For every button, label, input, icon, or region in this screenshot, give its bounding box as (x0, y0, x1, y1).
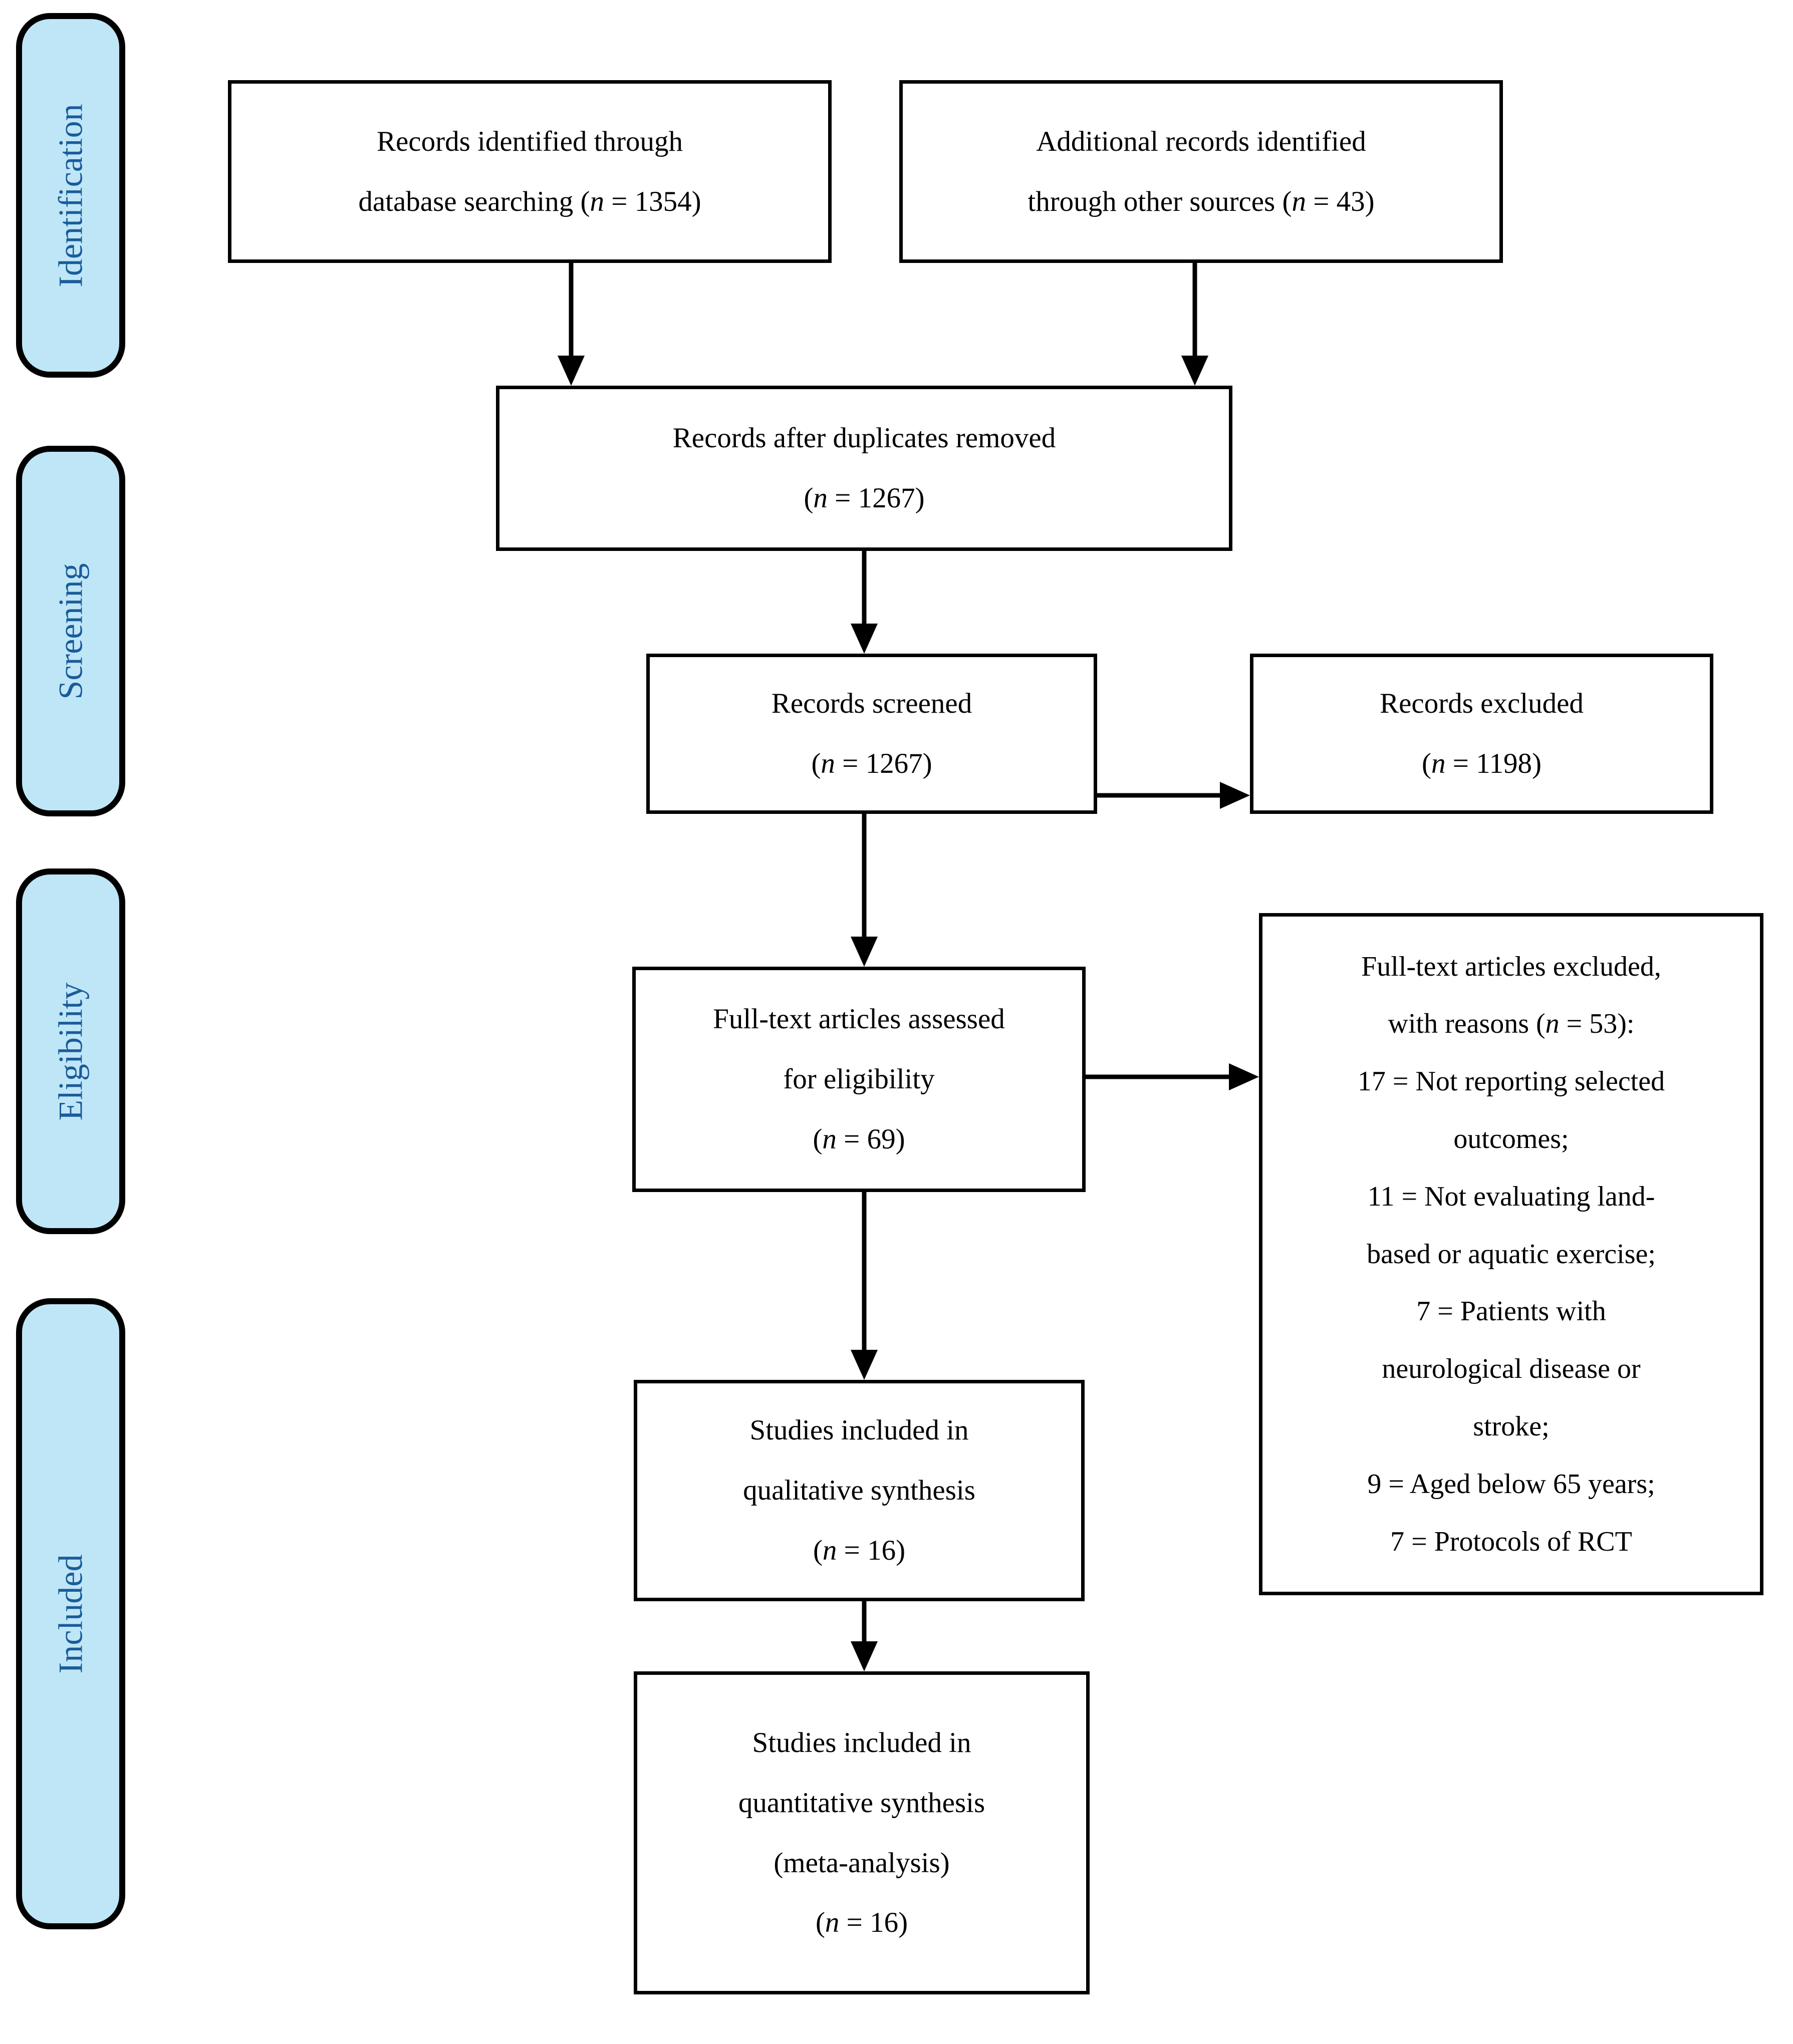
box-records-after-duplicates: Records after duplicates removed(n = 126… (496, 386, 1232, 551)
box-records-screened: Records screened(n = 1267) (646, 654, 1097, 814)
stage-included-label: Included (51, 1554, 90, 1673)
stage-screening: Screening (16, 446, 125, 816)
stage-screening-label: Screening (51, 563, 90, 699)
arrow-identified-to-duplicates-removed (558, 263, 585, 386)
arrow-additional-to-duplicates-removed (1181, 263, 1208, 386)
box-records-excluded: Records excluded(n = 1198) (1250, 654, 1713, 814)
arrow-fulltext-to-qualitative (851, 1192, 878, 1380)
stage-identification-label: Identification (51, 103, 90, 287)
box-fulltext-excluded-reasons: Full-text articles excluded,with reasons… (1259, 913, 1763, 1595)
stage-identification: Identification (16, 13, 125, 378)
stage-eligibility-label: Eligibility (51, 982, 90, 1120)
arrow-screened-to-fulltext (851, 814, 878, 967)
arrow-duplicates-removed-to-screened (851, 551, 878, 654)
arrow-fulltext-to-excluded-reasons (1086, 1063, 1259, 1090)
arrow-screened-to-excluded (1097, 782, 1250, 809)
arrow-qualitative-to-quantitative (851, 1601, 878, 1671)
stage-included: Included (16, 1298, 125, 1929)
stage-eligibility: Eligibility (16, 868, 125, 1234)
